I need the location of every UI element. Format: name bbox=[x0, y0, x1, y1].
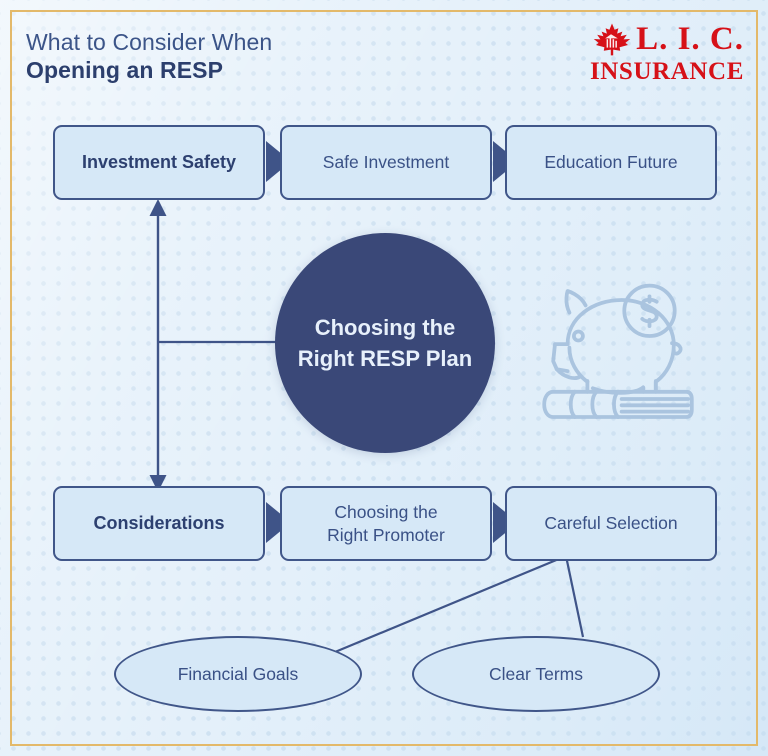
page-title: What to Consider When Opening an RESP bbox=[26, 28, 272, 84]
node-considerations-label: Considerations bbox=[93, 512, 225, 533]
logo-primary-row: L. I. C. bbox=[590, 22, 744, 56]
node-education-future[interactable]: Education Future bbox=[505, 125, 717, 200]
center-node-label: Choosing the Right RESP Plan bbox=[298, 312, 472, 374]
promoter-label-line-2: Right Promoter bbox=[327, 524, 445, 545]
arrowhead-up-icon bbox=[149, 199, 167, 216]
piggy-bank-icon bbox=[542, 283, 694, 419]
node-careful-selection[interactable]: Careful Selection bbox=[505, 486, 717, 561]
logo-primary-text: L. I. C. bbox=[636, 20, 744, 57]
center-node-choosing-right-resp-plan[interactable]: Choosing the Right RESP Plan bbox=[275, 233, 495, 453]
maple-leaf-icon bbox=[593, 23, 631, 56]
node-considerations[interactable]: Considerations bbox=[53, 486, 265, 561]
node-clear-terms-label: Clear Terms bbox=[488, 663, 583, 684]
logo-secondary-text: INSURANCE bbox=[589, 58, 744, 85]
title-line-2: Opening an RESP bbox=[26, 57, 224, 84]
node-safe-investment-label: Safe Investment bbox=[322, 152, 450, 173]
node-clear-terms[interactable]: Clear Terms bbox=[412, 636, 660, 712]
node-investment-safety[interactable]: Investment Safety bbox=[53, 125, 265, 200]
node-investment-safety-label: Investment Safety bbox=[81, 151, 237, 172]
brand-logo: L. I. C. INSURANCE bbox=[590, 22, 744, 84]
node-financial-goals[interactable]: Financial Goals bbox=[114, 636, 362, 712]
center-label-line-1: Choosing the bbox=[314, 314, 456, 340]
center-label-line-2: Right RESP Plan bbox=[297, 346, 473, 371]
node-choosing-right-promoter-label: Choosing the Right Promoter bbox=[327, 501, 445, 546]
promoter-label-line-1: Choosing the bbox=[334, 502, 438, 523]
node-financial-goals-label: Financial Goals bbox=[177, 663, 299, 684]
node-choosing-right-promoter[interactable]: Choosing the Right Promoter bbox=[280, 486, 492, 561]
node-safe-investment[interactable]: Safe Investment bbox=[280, 125, 492, 200]
node-careful-selection-label: Careful Selection bbox=[544, 513, 678, 534]
node-education-future-label: Education Future bbox=[544, 152, 678, 173]
title-line-1: What to Consider When bbox=[26, 29, 273, 55]
connector-to-clear-terms bbox=[564, 555, 585, 638]
